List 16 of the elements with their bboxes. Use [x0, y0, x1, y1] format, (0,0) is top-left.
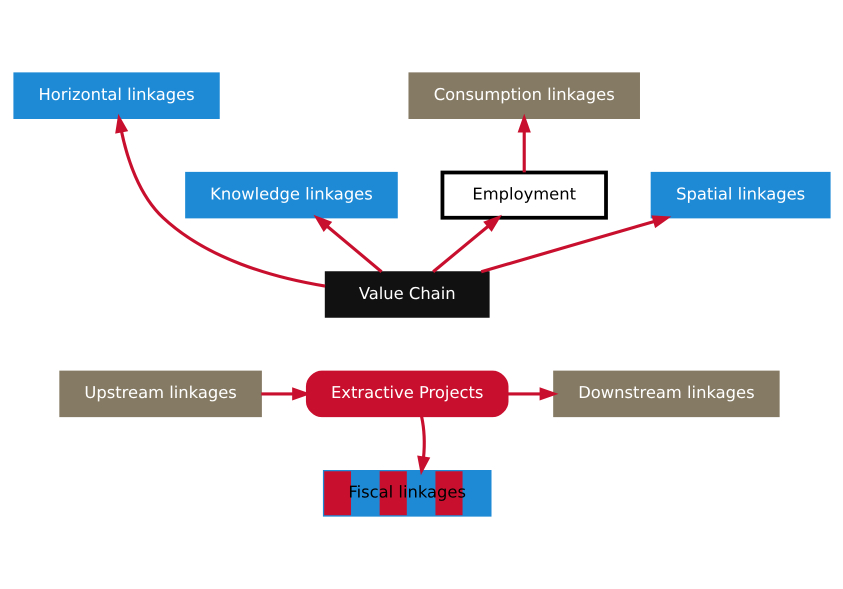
node-box: Extractive Projects — [305, 370, 508, 418]
arrow — [507, 387, 558, 401]
node-box: Knowledge linkages — [184, 172, 398, 218]
node-box: Upstream linkages — [58, 370, 262, 418]
arrow — [480, 215, 671, 274]
node-box: Consumption linkages — [408, 72, 640, 119]
node-box: Downstream linkages — [552, 370, 780, 418]
arrow — [312, 214, 382, 273]
arrow — [432, 214, 502, 273]
arrow — [517, 114, 530, 172]
node-box: Horizontal linkages — [12, 72, 220, 119]
node-box: Employment — [440, 170, 608, 220]
arrow — [416, 416, 430, 476]
node-box: Spatial linkages — [650, 172, 830, 218]
arrow — [114, 114, 325, 288]
node-box: Value Chain — [324, 271, 490, 318]
